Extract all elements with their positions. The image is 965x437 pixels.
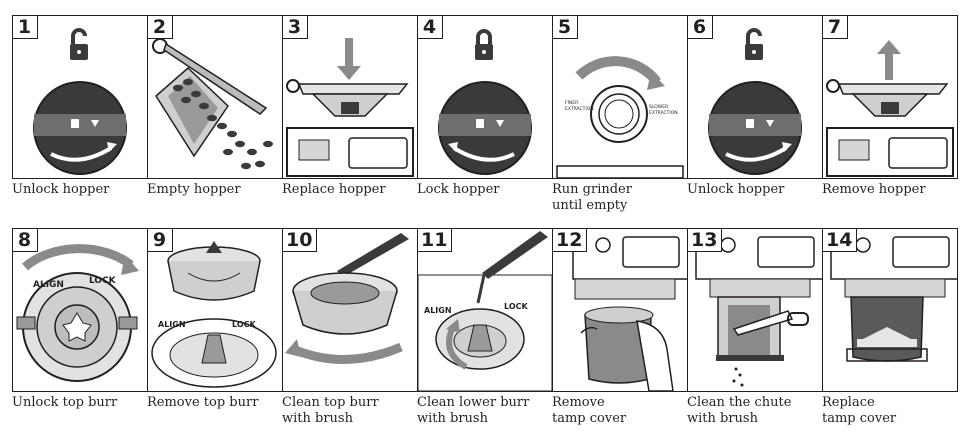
scoop-handle xyxy=(152,38,268,115)
step-caption: Remove top burr xyxy=(147,395,259,410)
padlock-closed-icon xyxy=(475,29,493,60)
step-number: 9 xyxy=(148,229,173,252)
step-6-illustration: 6 xyxy=(687,15,823,179)
step-caption: Unlock hopper xyxy=(12,182,110,197)
tamp-cover-icon xyxy=(584,306,654,384)
step-4-illustration: 4 xyxy=(417,15,553,179)
hopper-dial xyxy=(708,81,802,175)
step-5-illustration: 5 FINER EXTRACTION SLOWER EXTRACTION xyxy=(552,15,688,179)
svg-text:EXTRACTION: EXTRACTION xyxy=(565,106,594,112)
grind-labels: FINER EXTRACTION SLOWER EXTRACTION xyxy=(565,100,678,116)
step-number: 14 xyxy=(823,229,858,252)
arrow-up-icon xyxy=(846,327,928,362)
machine-top xyxy=(826,127,954,177)
slower-label: SLOWER xyxy=(649,104,668,110)
lower-burr xyxy=(435,308,525,370)
step-caption: Unlock top burr xyxy=(12,395,118,410)
top-burr-upturned xyxy=(292,272,398,335)
step-2-illustration: 2 xyxy=(147,15,283,179)
step-caption: Remove hopper xyxy=(822,182,926,197)
padlock-open-icon xyxy=(70,28,88,60)
step-caption: Unlock hopper xyxy=(687,182,785,197)
step-caption: Remove tamp cover xyxy=(552,395,627,426)
step-caption: Empty hopper xyxy=(147,182,241,197)
step-10-illustration: 10 xyxy=(282,228,418,392)
align-label: ALIGN xyxy=(158,320,186,329)
align-label: ALIGN xyxy=(424,306,452,315)
hopper xyxy=(286,79,409,117)
step-number: 2 xyxy=(148,16,173,39)
hopper-tilted xyxy=(155,66,229,158)
step-caption: Replace tamp cover xyxy=(822,395,897,426)
brush-icon xyxy=(732,310,809,336)
top-burr-icon xyxy=(167,241,261,301)
step-number: 8 xyxy=(13,229,38,252)
burr-rotate-icon xyxy=(16,244,139,382)
step-12-illustration: 12 xyxy=(552,228,688,392)
grind-dial-icon xyxy=(575,56,665,143)
step-number: 1 xyxy=(13,16,38,39)
machine-top xyxy=(286,127,414,177)
hand xyxy=(580,320,674,391)
step-caption: Clean lower burr with brush xyxy=(417,395,530,426)
padlock-open-icon xyxy=(745,28,763,60)
step-caption: Lock hopper xyxy=(417,182,500,197)
step-9-illustration: 9 ALIGN LOCK xyxy=(147,228,283,392)
lock-label: LOCK xyxy=(89,276,117,286)
machine-front xyxy=(572,229,687,300)
grounds xyxy=(732,367,744,387)
step-11-illustration: 11 ALIGN LOCK xyxy=(417,228,553,392)
rotate-arrow xyxy=(285,339,403,364)
step-7-illustration: 7 xyxy=(822,15,958,179)
hopper xyxy=(826,79,949,117)
brush-icon xyxy=(476,231,548,304)
step-8-illustration: 8 ALIGN LOCK xyxy=(12,228,148,392)
step-number: 12 xyxy=(553,229,588,252)
svg-text:EXTRACTION: EXTRACTION xyxy=(649,110,678,116)
arrow-up-icon xyxy=(877,40,901,80)
step-number: 3 xyxy=(283,16,308,39)
step-3-illustration: 3 xyxy=(282,15,418,179)
step-caption: Run grinder until empty xyxy=(552,182,632,213)
step-caption: Replace hopper xyxy=(282,182,386,197)
finer-label: FINER xyxy=(565,100,578,106)
step-14-illustration: 14 xyxy=(822,228,958,392)
step-caption: Clean top burr with brush xyxy=(282,395,379,426)
step-number: 10 xyxy=(283,229,318,252)
lock-label: LOCK xyxy=(504,302,528,311)
coffee-beans-icon xyxy=(173,78,273,170)
step-number: 6 xyxy=(688,16,713,39)
step-number: 5 xyxy=(553,16,578,39)
step-caption: Clean the chute with brush xyxy=(687,395,792,426)
machine-front xyxy=(695,229,822,298)
hopper-dial xyxy=(438,81,532,175)
hopper-dial xyxy=(33,81,127,175)
lock-label: LOCK xyxy=(232,320,256,329)
lower-burr xyxy=(151,318,277,388)
step-number: 11 xyxy=(418,229,453,252)
step-number: 7 xyxy=(823,16,848,39)
arrow-down-icon xyxy=(337,38,361,80)
step-13-illustration: 13 xyxy=(687,228,823,392)
step-1-illustration: 1 xyxy=(12,15,148,179)
step-number: 4 xyxy=(418,16,443,39)
step-number: 13 xyxy=(688,229,723,252)
align-label: ALIGN xyxy=(33,280,64,290)
